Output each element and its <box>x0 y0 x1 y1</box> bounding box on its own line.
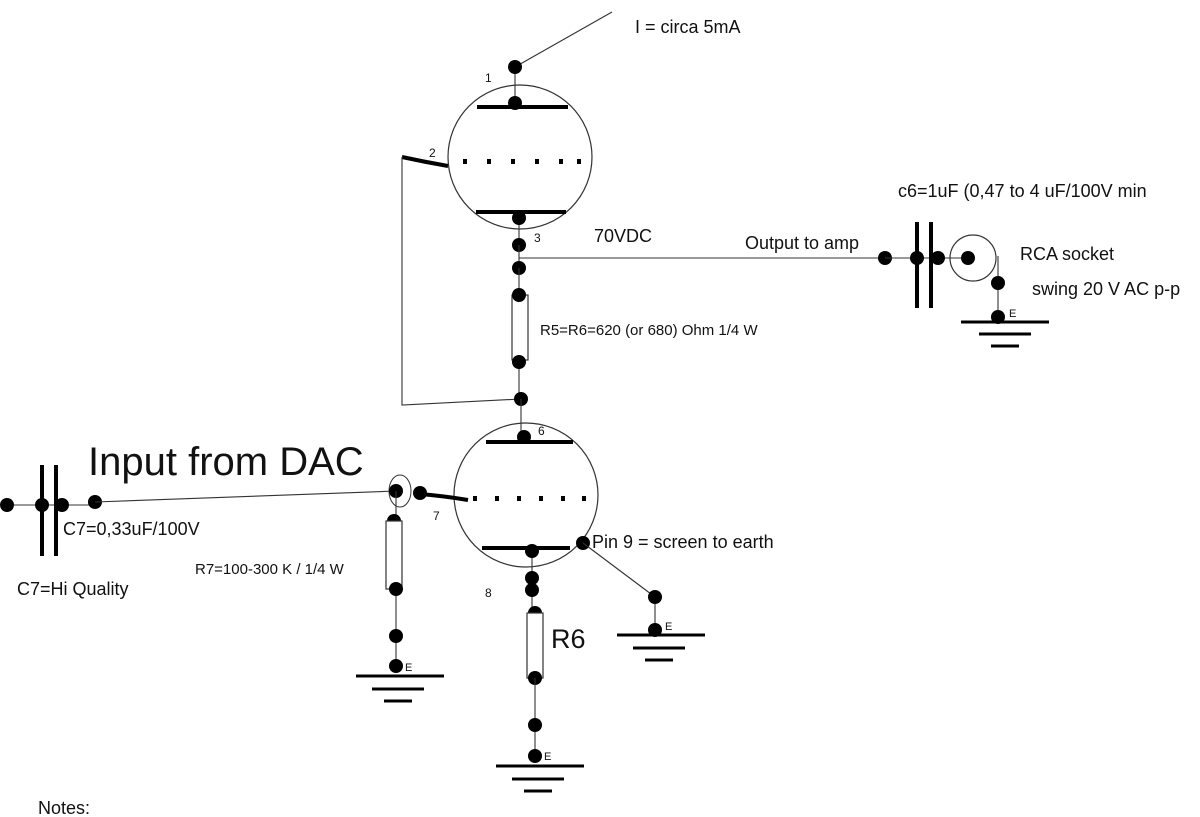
current-label: I = circa 5mA <box>635 17 741 37</box>
c7-quality-label: C7=Hi Quality <box>17 579 129 599</box>
svg-text:E: E <box>1009 308 1016 320</box>
svg-text:E: E <box>665 621 672 633</box>
input-title: Input from DAC <box>88 440 364 484</box>
lower-grid <box>473 496 586 501</box>
earth-symbol-cathode: E <box>496 751 584 793</box>
pin-7-label: 7 <box>433 509 440 523</box>
resistor-r6: E <box>496 600 584 793</box>
screen-earth-branch: E <box>582 542 705 662</box>
pin-3-label: 3 <box>534 231 541 245</box>
r7-label: R7=100-300 K / 1/4 W <box>195 561 345 578</box>
r6-body <box>526 612 544 679</box>
input-wire <box>94 490 398 503</box>
swing-label: swing 20 V AC p-p <box>1032 279 1180 299</box>
upper-grid <box>463 159 581 164</box>
c7-label: C7=0,33uF/100V <box>63 519 200 539</box>
feedback-wire <box>401 157 522 406</box>
anode-supply-wire <box>514 11 613 68</box>
upper-tube-envelope <box>447 84 593 230</box>
earth-symbol-screen: E <box>617 621 705 662</box>
upper-triode: 1 2 3 <box>401 11 613 252</box>
upper-grid-lead <box>401 155 449 168</box>
r6-label: R6 <box>551 624 586 654</box>
vdc-label: 70VDC <box>594 226 652 246</box>
svg-text:E: E <box>405 662 412 674</box>
input-network: E <box>0 465 444 703</box>
lower-triode: 6 7 8 <box>419 399 599 600</box>
pin-8-label: 8 <box>485 586 492 600</box>
rca-label: RCA socket <box>1020 244 1114 264</box>
pin-2-label: 2 <box>429 146 436 160</box>
output-network: E <box>519 222 1049 348</box>
output-label: Output to amp <box>745 233 859 253</box>
earth-symbol-rca: E <box>961 308 1049 348</box>
lower-tube-envelope <box>453 422 599 568</box>
pin9-label: Pin 9 = screen to earth <box>592 532 774 552</box>
notes-label: Notes: <box>38 798 90 817</box>
r5-body <box>511 294 529 361</box>
c6-label: c6=1uF (0,47 to 4 uF/100V min <box>898 181 1147 201</box>
earth-symbol-input: E <box>356 662 444 703</box>
lower-grid-lead <box>419 492 469 502</box>
svg-text:E: E <box>544 751 551 763</box>
rca-socket-symbol <box>949 234 997 282</box>
r7-body <box>385 520 403 590</box>
pin-6-label: 6 <box>538 424 545 438</box>
pin-1-label: 1 <box>485 71 492 85</box>
r5-r6-label: R5=R6=620 (or 680) Ohm 1/4 W <box>540 322 758 339</box>
resistor-r5 <box>511 245 529 406</box>
